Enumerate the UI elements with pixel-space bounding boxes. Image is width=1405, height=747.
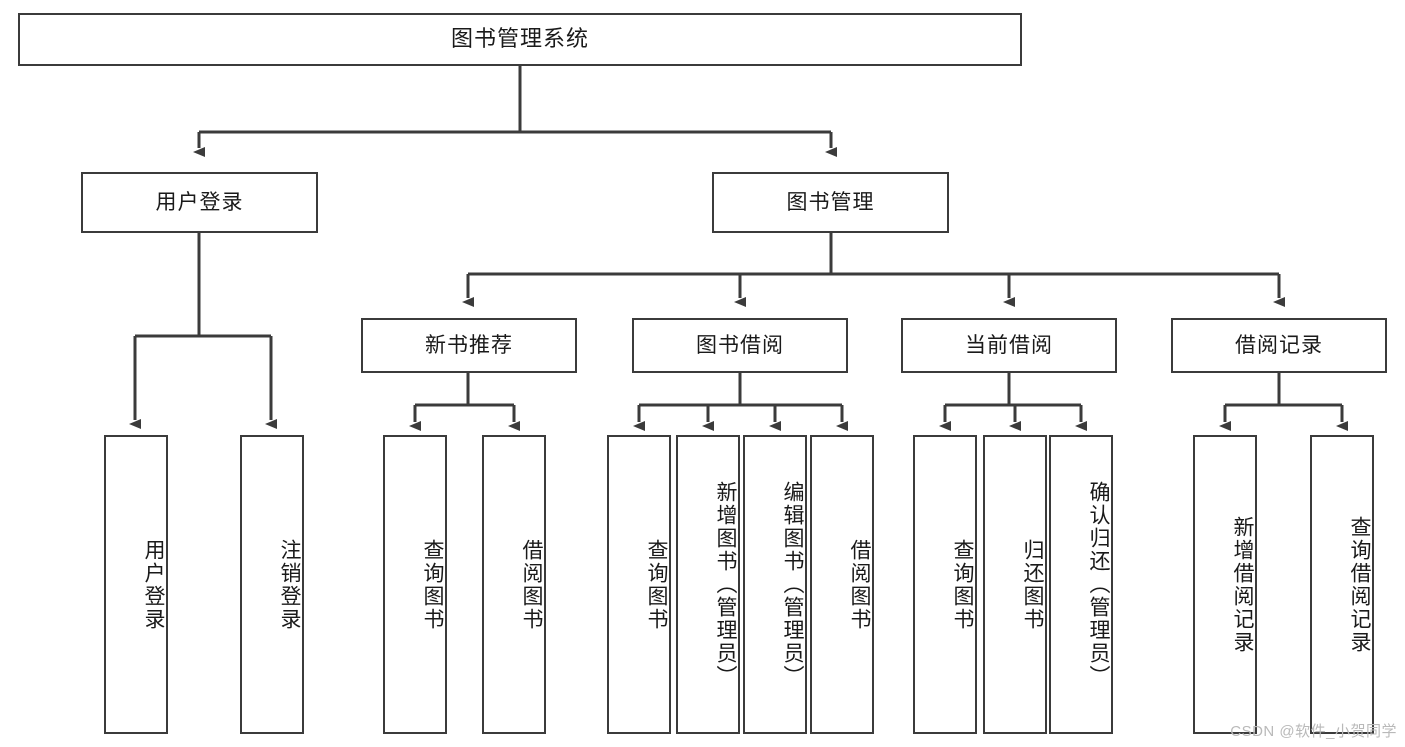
- leaf-book-borrow-add-book[interactable]: 新增图书（管理员）: [676, 435, 740, 734]
- leaf-book-borrow-query-book[interactable]: 查询图书: [607, 435, 671, 734]
- node-book-borrow-label: 图书借阅: [696, 333, 784, 357]
- leaf-new-book-borrow-book-label: 借阅图书: [520, 538, 543, 631]
- leaf-user-login-logout[interactable]: 注销登录: [240, 435, 304, 734]
- node-book-borrow[interactable]: 图书借阅: [632, 318, 848, 373]
- leaf-current-borrow-return-book-label: 归还图书: [1021, 538, 1044, 631]
- node-root-system[interactable]: 图书管理系统: [18, 13, 1022, 66]
- leaf-user-login-logout-label: 注销登录: [278, 538, 301, 631]
- node-user-login[interactable]: 用户登录: [81, 172, 318, 233]
- leaf-user-login-login[interactable]: 用户登录: [104, 435, 168, 734]
- watermark-text: CSDN @软件_小贺同学: [1230, 723, 1397, 740]
- node-borrow-record-label: 借阅记录: [1235, 333, 1323, 357]
- node-new-book-recommend-label: 新书推荐: [425, 333, 513, 357]
- node-book-management[interactable]: 图书管理: [712, 172, 949, 233]
- node-current-borrow[interactable]: 当前借阅: [901, 318, 1117, 373]
- leaf-current-borrow-query-book[interactable]: 查询图书: [913, 435, 977, 734]
- leaf-borrow-record-query-record-label: 查询借阅记录: [1348, 515, 1371, 654]
- leaf-current-borrow-return-book[interactable]: 归还图书: [983, 435, 1047, 734]
- node-borrow-record[interactable]: 借阅记录: [1171, 318, 1387, 373]
- leaf-book-borrow-edit-book[interactable]: 编辑图书（管理员）: [743, 435, 807, 734]
- leaf-borrow-record-add-record-label: 新增借阅记录: [1231, 515, 1254, 654]
- node-current-borrow-label: 当前借阅: [965, 333, 1053, 357]
- node-new-book-recommend[interactable]: 新书推荐: [361, 318, 577, 373]
- leaf-book-borrow-query-book-label: 查询图书: [645, 538, 668, 631]
- leaf-current-borrow-confirm-return-label: 确认归还（管理员）: [1087, 481, 1110, 688]
- leaf-book-borrow-borrow-book[interactable]: 借阅图书: [810, 435, 874, 734]
- leaf-current-borrow-confirm-return[interactable]: 确认归还（管理员）: [1049, 435, 1113, 734]
- node-user-login-label: 用户登录: [155, 190, 244, 214]
- leaf-current-borrow-query-book-label: 查询图书: [951, 538, 974, 631]
- leaf-user-login-login-label: 用户登录: [142, 538, 165, 631]
- leaf-new-book-query-book-label: 查询图书: [421, 538, 444, 631]
- leaf-book-borrow-borrow-book-label: 借阅图书: [848, 538, 871, 631]
- leaf-book-borrow-edit-book-label: 编辑图书（管理员）: [781, 481, 804, 688]
- leaf-new-book-query-book[interactable]: 查询图书: [383, 435, 447, 734]
- leaf-borrow-record-add-record[interactable]: 新增借阅记录: [1193, 435, 1257, 734]
- leaf-book-borrow-add-book-label: 新增图书（管理员）: [714, 481, 737, 688]
- leaf-new-book-borrow-book[interactable]: 借阅图书: [482, 435, 546, 734]
- leaf-borrow-record-query-record[interactable]: 查询借阅记录: [1310, 435, 1374, 734]
- node-root-system-label: 图书管理系统: [450, 26, 589, 52]
- node-book-management-label: 图书管理: [786, 190, 875, 214]
